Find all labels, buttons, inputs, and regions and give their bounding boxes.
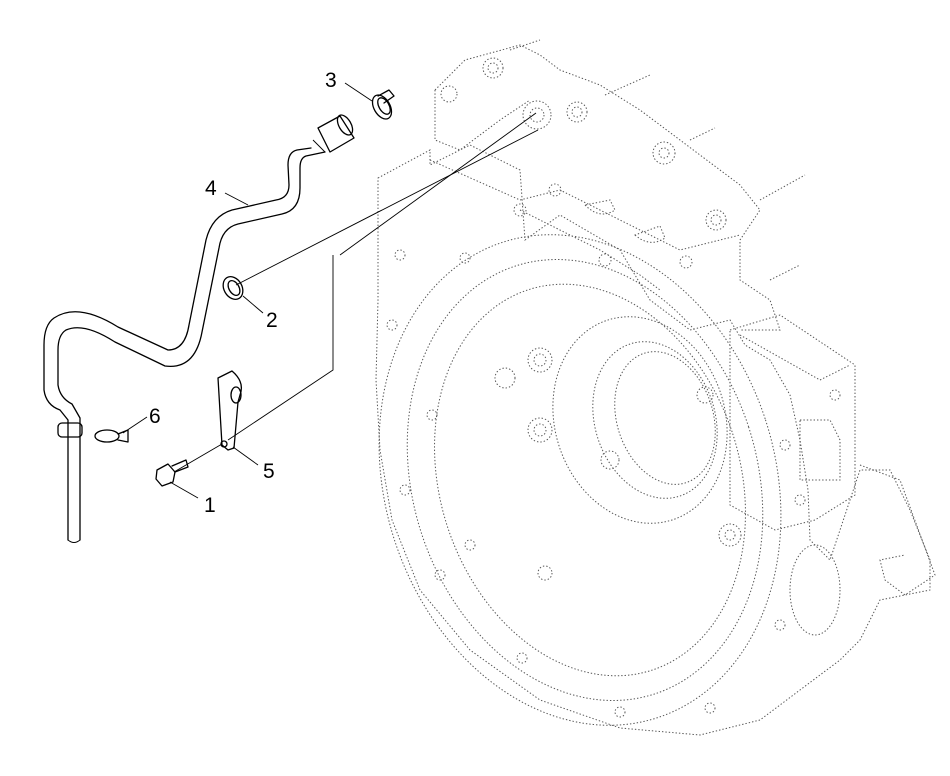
bore-outer xyxy=(552,316,728,524)
flange-ring-inner xyxy=(434,283,746,677)
leader-4 xyxy=(224,192,249,206)
case-studs xyxy=(509,39,806,281)
flange-ring-outer xyxy=(378,234,782,726)
leader-5 xyxy=(232,446,259,466)
assembly-lines xyxy=(173,112,539,473)
side-mount-pocket xyxy=(799,419,841,481)
part-3-hose-clamp xyxy=(371,89,395,120)
leader-6 xyxy=(122,416,148,434)
lower-foot-bore xyxy=(789,544,841,636)
perimeter-holes xyxy=(386,249,786,718)
side-mount-top xyxy=(739,334,851,381)
side-mount-hole-a xyxy=(829,389,841,401)
callout-labels: 3 4 2 6 5 1 xyxy=(149,69,337,517)
callout-2: 2 xyxy=(266,309,278,332)
callout-1: 1 xyxy=(204,494,216,517)
flange-bolt-holes xyxy=(494,347,742,581)
part-5-bracket xyxy=(217,370,243,451)
callout-5: 5 xyxy=(263,460,275,483)
gear-case-upper xyxy=(434,44,781,331)
callout-3: 3 xyxy=(325,69,337,92)
leader-3 xyxy=(344,82,373,102)
part-1-bolt xyxy=(155,459,189,487)
part-4-pipe xyxy=(43,114,355,543)
side-mount-hole-c xyxy=(794,494,806,506)
side-mount-block xyxy=(729,314,856,531)
leader-lines xyxy=(122,82,373,499)
callout-6: 6 xyxy=(149,405,161,428)
bore-inner xyxy=(614,351,716,485)
part-6-clip xyxy=(94,429,129,443)
gear-case-rib xyxy=(429,159,741,251)
case-bosses xyxy=(440,57,727,269)
flywheel-housing xyxy=(375,39,936,736)
bore-middle xyxy=(592,341,718,499)
case-slots xyxy=(583,199,666,243)
lower-foot xyxy=(859,464,936,596)
callout-4: 4 xyxy=(205,177,217,200)
gear-case-rib-lower xyxy=(519,209,661,291)
part-2-o-ring xyxy=(222,276,244,300)
flange-ring-middle xyxy=(406,259,764,701)
side-mount-hole-b xyxy=(779,439,791,451)
leader-2 xyxy=(242,295,264,314)
housing-outline xyxy=(375,144,931,736)
leader-1 xyxy=(169,481,199,499)
